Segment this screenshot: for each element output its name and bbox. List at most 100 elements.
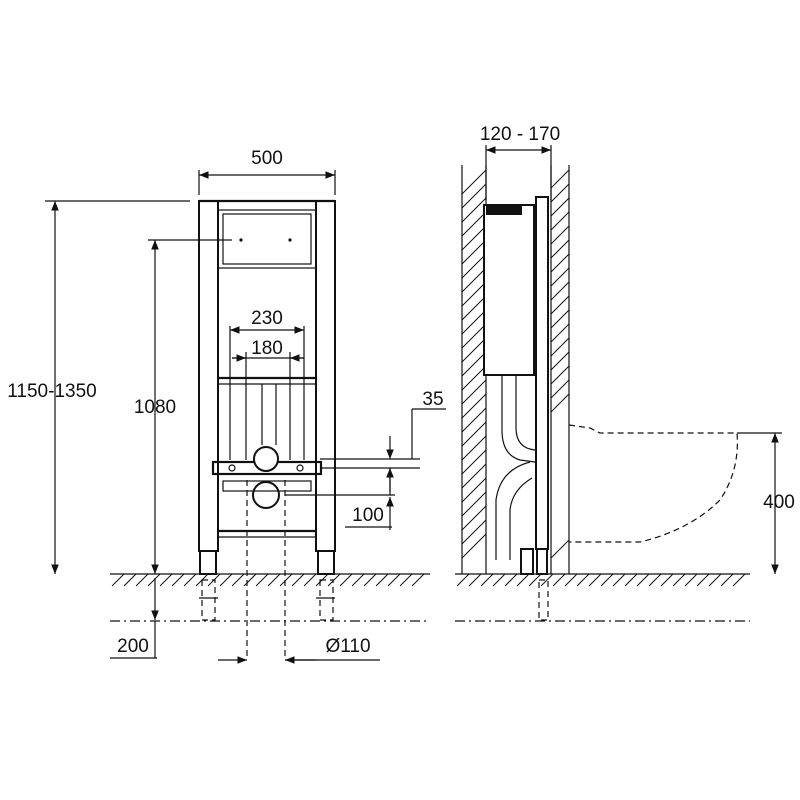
dim-label-total-height: 1150-1350: [7, 381, 96, 402]
hatch-line: [461, 407, 487, 433]
hatch-line: [461, 211, 487, 237]
hatch-line: [708, 573, 722, 587]
dimension-500: 500: [198, 148, 336, 195]
hatch-line: [303, 573, 317, 587]
hatch-line: [550, 211, 570, 231]
hatch-line: [147, 573, 161, 587]
dim-label-1080: 1080: [134, 397, 176, 418]
hatch-line: [576, 573, 590, 587]
hatch-line: [468, 573, 482, 587]
dim-label-wall-depth: 120 - 170: [480, 124, 560, 145]
dimension-pipe-diameter: Ø110: [218, 636, 380, 664]
hatch-line: [550, 337, 570, 357]
hatch-line: [411, 573, 425, 587]
dimension-wall-depth: 120 - 170: [480, 124, 560, 200]
flush-pipe: [495, 375, 549, 621]
hatch-line: [461, 351, 487, 377]
dim-label-180: 180: [251, 338, 283, 359]
hatch-line: [279, 573, 293, 587]
hatch-line: [550, 379, 570, 399]
dim-label-100: 100: [352, 505, 384, 526]
hatch-line: [492, 573, 506, 587]
front-view: 500 1150-1350 1080 230 180: [7, 148, 446, 664]
hatch-line: [461, 365, 487, 391]
hatch-line: [461, 309, 487, 335]
wall-right: [550, 165, 570, 574]
hatch-line: [564, 573, 578, 587]
hatch-line: [461, 183, 487, 209]
hatch-line: [461, 281, 487, 307]
hatch-line: [624, 573, 638, 587]
hatch-line: [267, 573, 281, 587]
hatch-line: [456, 573, 470, 587]
hatch-line: [231, 573, 245, 587]
hatch-line: [461, 533, 487, 559]
dim-label-pipe-diameter: Ø110: [325, 636, 370, 657]
hatch-line: [243, 573, 257, 587]
hatch-line: [550, 169, 570, 189]
hatch-line: [461, 421, 487, 447]
dimension-total-height: 1150-1350: [7, 200, 190, 574]
installation-frame: [110, 199, 430, 660]
hatch-line: [461, 337, 487, 363]
hatch-line: [171, 573, 185, 587]
hatch-line: [461, 253, 487, 279]
hatch-line: [540, 573, 554, 587]
hatch-line: [461, 491, 487, 517]
hatch-line: [684, 573, 698, 587]
dim-label-35: 35: [422, 389, 443, 410]
dimension-200: 200: [110, 578, 159, 659]
hatch-line: [461, 323, 487, 349]
hatch-line: [550, 295, 570, 315]
floor-hatch-front: [110, 573, 430, 587]
dimension-1080: 1080: [134, 239, 232, 574]
hatch-line: [399, 573, 413, 587]
hatch-line: [550, 225, 570, 245]
hatch-line: [612, 573, 626, 587]
hatch-line: [528, 573, 542, 587]
dimension-100: 100: [285, 476, 395, 530]
hatch-line: [219, 573, 233, 587]
dimension-35: 35: [320, 389, 446, 492]
hatch-line: [327, 573, 341, 587]
hatch-line: [600, 573, 614, 587]
dimension-400: 400: [737, 432, 795, 574]
hatch-line: [461, 435, 487, 461]
hatch-line: [363, 573, 377, 587]
cistern: [483, 196, 549, 550]
toilet-bowl: [568, 424, 738, 543]
hatch-line: [291, 573, 305, 587]
hatch-line: [550, 365, 570, 385]
hatch-line: [550, 253, 570, 273]
hatch-line: [461, 169, 487, 195]
hatch-line: [550, 539, 570, 559]
dim-label-200: 200: [117, 636, 149, 657]
hatch-line: [504, 573, 518, 587]
hatch-line: [255, 573, 269, 587]
hatch-line: [550, 309, 570, 329]
hatch-line: [461, 519, 487, 545]
hatch-line: [461, 477, 487, 503]
dim-label-230: 230: [251, 308, 283, 329]
hatch-line: [461, 239, 487, 265]
hatch-line: [461, 505, 487, 531]
hatch-line: [111, 573, 125, 587]
hatch-line: [550, 393, 570, 413]
hatch-line: [660, 573, 674, 587]
hatch-line: [339, 573, 353, 587]
dimension-230: 230: [229, 308, 305, 384]
hatch-line: [636, 573, 650, 587]
hatch-line: [135, 573, 149, 587]
hatch-line: [550, 281, 570, 301]
hatch-line: [720, 573, 734, 587]
hatch-line: [159, 573, 173, 587]
wall-left: [461, 165, 487, 574]
hatch-line: [550, 323, 570, 343]
hatch-line: [732, 573, 746, 587]
hatch-line: [550, 351, 570, 371]
dim-label-400: 400: [763, 492, 795, 513]
hatch-line: [461, 197, 487, 223]
hatch-line: [461, 295, 487, 321]
hatch-line: [183, 573, 197, 587]
